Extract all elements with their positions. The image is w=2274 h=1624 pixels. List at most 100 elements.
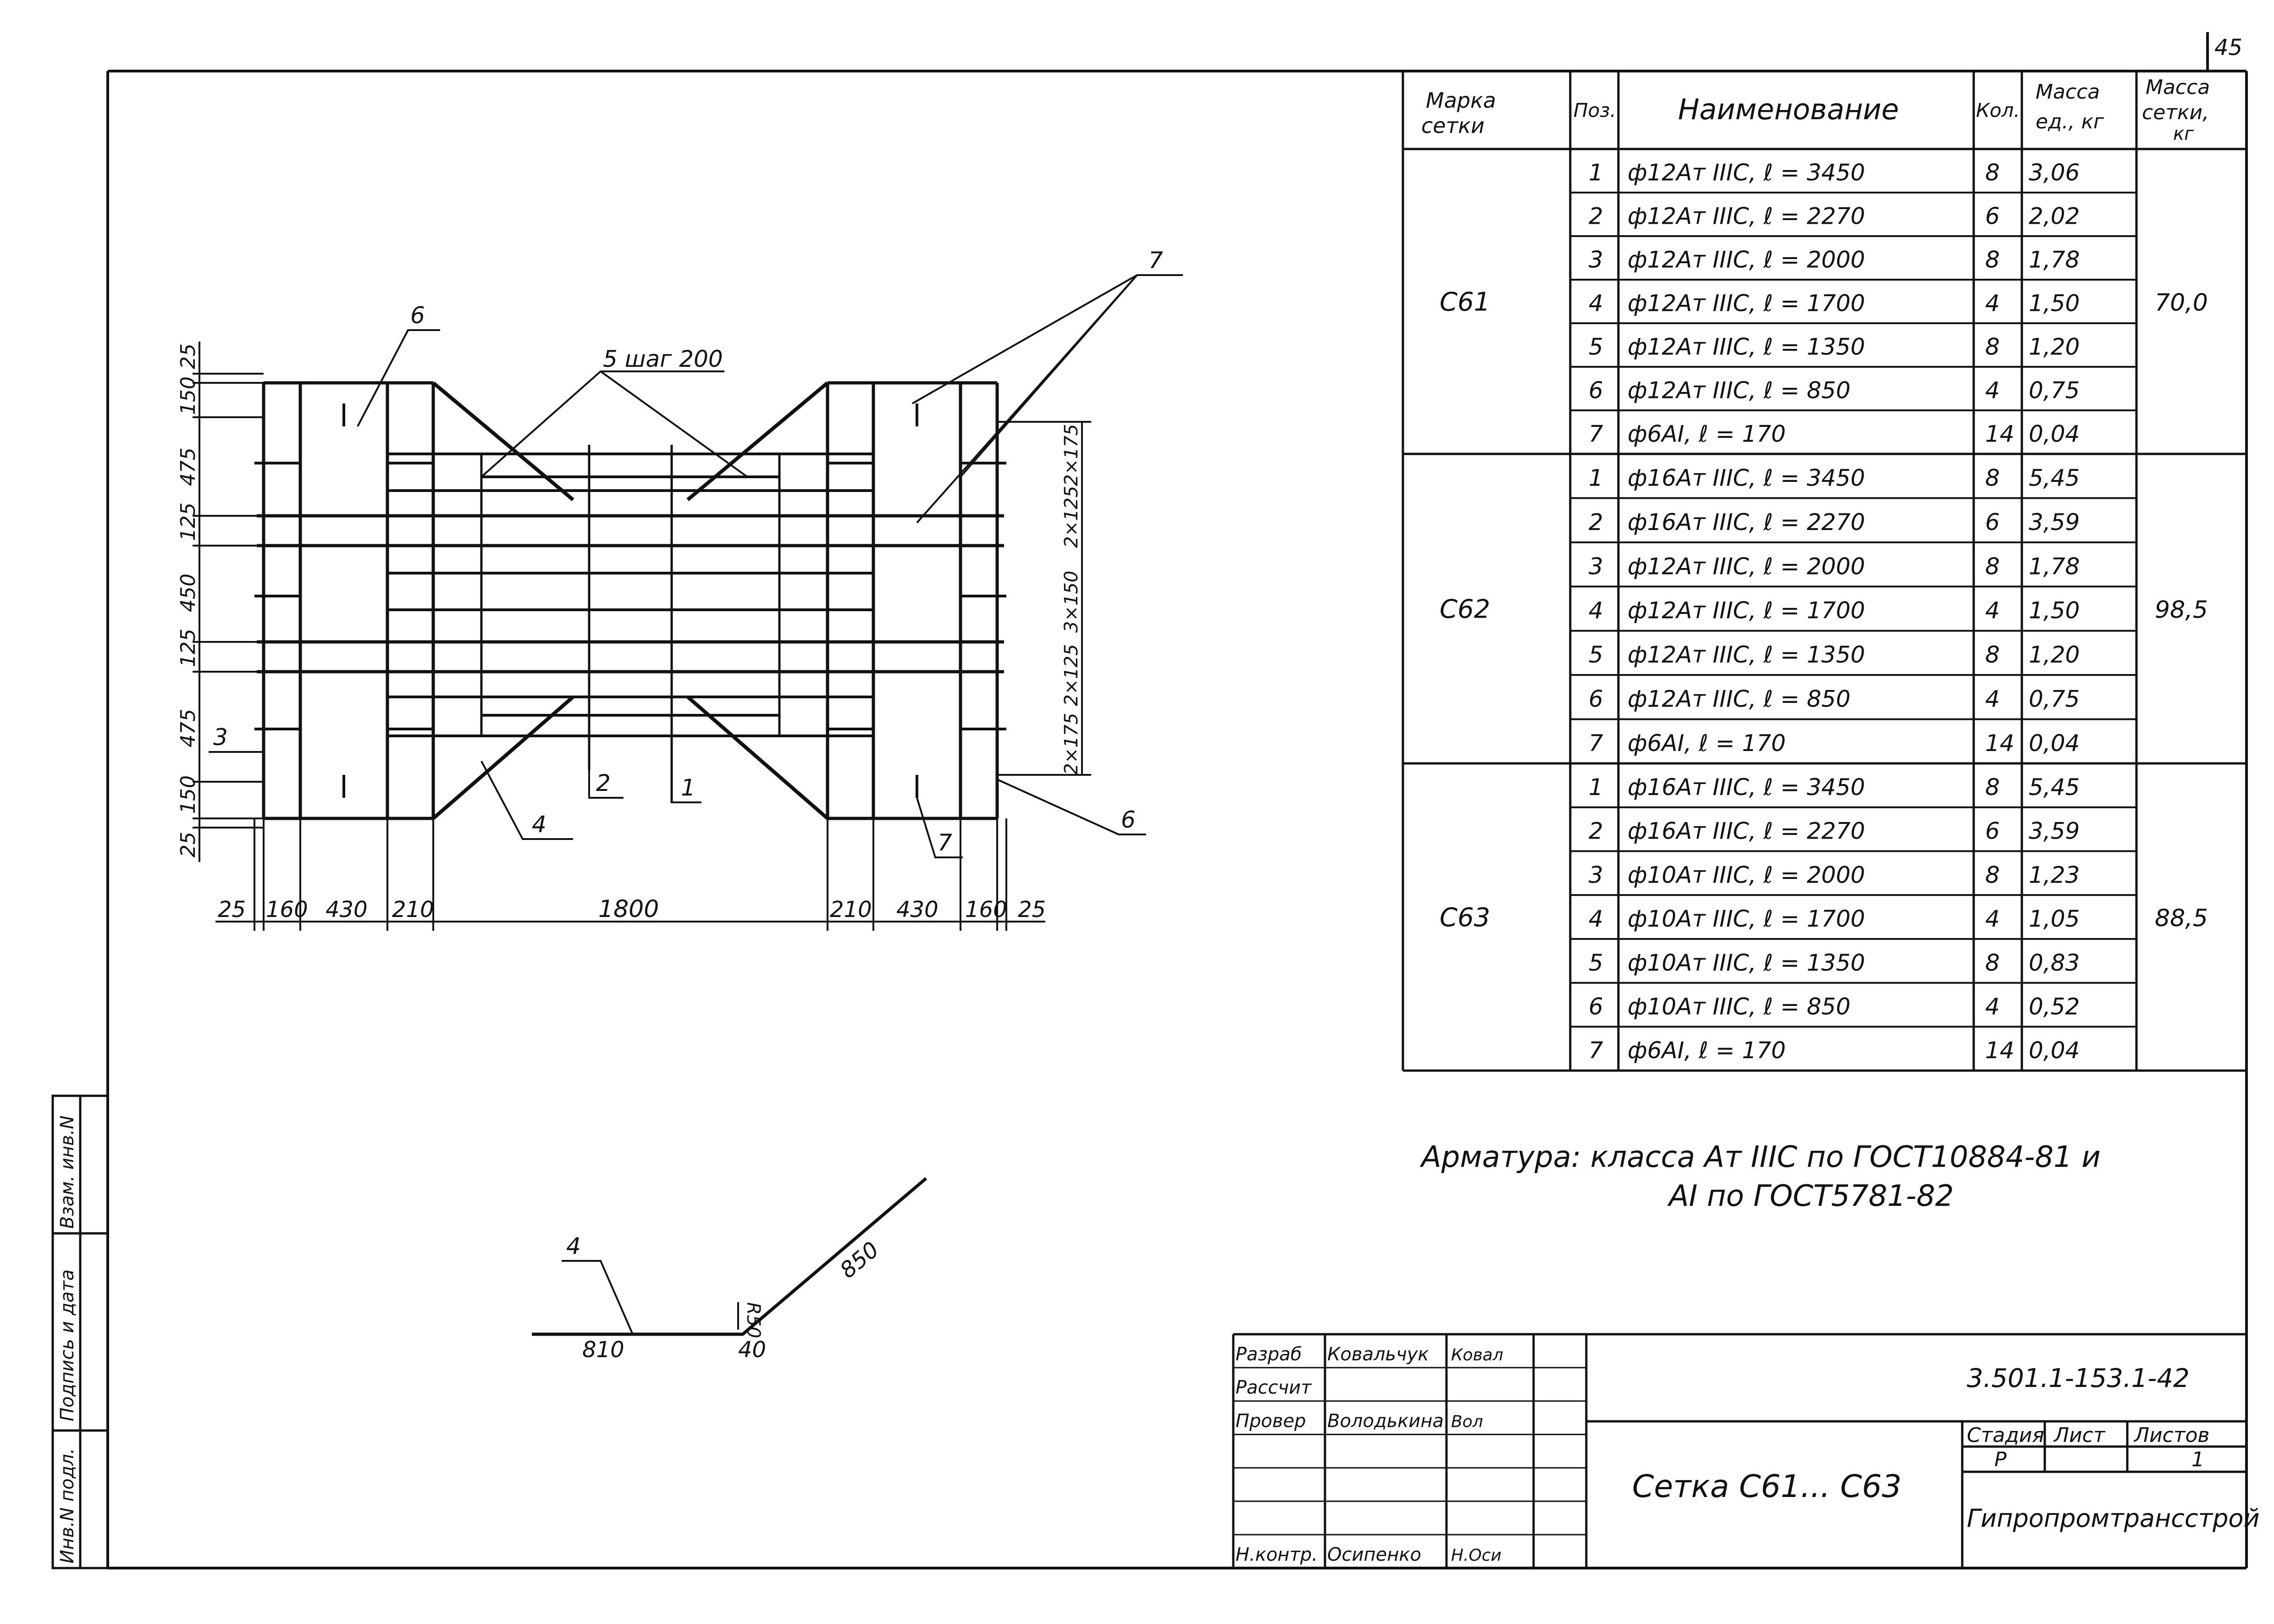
end-cage-left [262, 381, 435, 820]
document-code: 3.501.1-153.1-42 [1967, 1364, 2190, 1393]
dim-bottom-1: 25 [218, 897, 246, 922]
qty-cell: 6 [1985, 203, 2000, 229]
bent-bar-radius: R50 [743, 1302, 764, 1338]
qty-cell: 8 [1985, 159, 2000, 186]
pos-cell: 2 [1589, 509, 1603, 536]
dim-bottom-6: 210 [830, 897, 872, 922]
pos-cell: 4 [1589, 906, 1603, 932]
dimension-lines [193, 342, 1091, 931]
header-pos: Поз. [1573, 99, 1616, 122]
name-cell: ф16Ат IIIС, ℓ = 3450 [1628, 774, 1865, 801]
name-cell: ф10Ат IIIС, ℓ = 1350 [1628, 950, 1865, 976]
dim-right-5: 2×175 [1061, 713, 1082, 775]
header-mass-unit: Масса [2036, 80, 2100, 104]
mesh-plan [254, 381, 1006, 820]
pos-cell: 7 [1589, 420, 1603, 447]
unit-mass-cell: 0,75 [2029, 686, 2080, 713]
dim-left-8: 150 [177, 775, 200, 814]
spec-table-row-lines [1570, 192, 2136, 1028]
unit-mass-cell: 1,20 [2029, 641, 2080, 668]
pos-cell: 3 [1589, 246, 1603, 273]
bent-bar-dim-b: 40 [738, 1337, 766, 1363]
dim-right-1: 2×175 [1061, 424, 1082, 486]
tie-bars [254, 403, 1006, 798]
qty-cell: 4 [1985, 906, 2000, 932]
bent-bar-detail [532, 1177, 927, 1336]
mark-cell: С61 [1440, 287, 1490, 317]
sheets-value: 1 [2191, 1448, 2204, 1471]
total-mass-cell: 98,5 [2155, 597, 2208, 624]
unit-mass-cell: 5,45 [2029, 464, 2080, 491]
header-mass-total-3: кг [2173, 123, 2194, 144]
unit-mass-cell: 0,75 [2029, 377, 2080, 403]
callout-4: 4 [532, 811, 546, 838]
header-qty: Кол. [1976, 99, 2020, 122]
title-role: Разраб [1236, 1344, 1302, 1365]
dim-bottom-8: 160 [965, 897, 1007, 922]
name-cell: ф12Ат IIIС, ℓ = 1350 [1628, 333, 1865, 360]
callout-1: 1 [681, 774, 695, 801]
qty-cell: 8 [1985, 464, 2000, 491]
bent-bar-label: 4 [566, 1233, 581, 1259]
qty-cell: 8 [1985, 774, 2000, 801]
mark-cell: С63 [1440, 903, 1490, 933]
dim-left-6: 125 [177, 629, 200, 667]
pos-cell: 3 [1589, 553, 1603, 580]
qty-cell: 8 [1985, 246, 2000, 273]
name-cell: ф10Ат IIIС, ℓ = 2000 [1628, 862, 1865, 888]
right-dimensions: 2×175 2×125 3×150 2×125 2×175 [1061, 424, 1082, 775]
pos-cell: 2 [1589, 818, 1603, 845]
position-labels: 6 5 шаг 200 7 3 2 1 4 7 6 [213, 247, 1163, 856]
header-mark: Марка [1426, 88, 1496, 113]
pos-cell: 4 [1589, 290, 1603, 316]
qty-cell: 14 [1985, 1037, 2015, 1064]
callout-6-top: 6 [410, 302, 425, 329]
header-mark-2: сетки [1421, 113, 1485, 138]
unit-mass-cell: 1,23 [2029, 862, 2080, 888]
left-dimensions: 25 150 475 125 450 125 475 150 25 [177, 343, 200, 857]
dim-left-3: 475 [177, 447, 200, 486]
dim-left-4: 125 [177, 503, 200, 541]
leaders [209, 274, 1183, 858]
dim-right-3: 3×150 [1061, 571, 1082, 633]
unit-mass-cell: 3,59 [2029, 509, 2080, 536]
unit-mass-cell: 1,20 [2029, 333, 2080, 360]
name-cell: ф16Ат IIIС, ℓ = 2270 [1628, 818, 1865, 845]
qty-cell: 14 [1985, 730, 2015, 757]
pos-cell: 7 [1589, 730, 1603, 757]
callout-5: 5 шаг 200 [603, 346, 723, 372]
qty-cell: 4 [1985, 597, 2000, 624]
header-mass-total: Масса [2146, 76, 2210, 99]
callout-3: 3 [213, 724, 228, 751]
pos-cell: 1 [1589, 159, 1603, 186]
qty-cell: 4 [1985, 686, 2000, 713]
name-cell: ф10Ат IIIС, ℓ = 850 [1628, 993, 1850, 1020]
dim-bottom-4: 210 [392, 897, 434, 922]
name-cell: ф12Ат IIIС, ℓ = 850 [1628, 686, 1850, 713]
qty-cell: 8 [1985, 641, 2000, 668]
qty-cell: 4 [1985, 290, 2000, 316]
name-cell: ф12Ат IIIС, ℓ = 1700 [1628, 597, 1865, 624]
side-stamp-vzam: Взам. инв.N [57, 1116, 78, 1229]
unit-mass-cell: 1,78 [2029, 553, 2080, 580]
dim-bottom-7: 430 [896, 897, 938, 922]
mark-cell: С62 [1440, 595, 1490, 624]
name-cell: ф12Ат IIIС, ℓ = 2000 [1628, 553, 1865, 580]
name-cell: ф16Ат IIIС, ℓ = 2270 [1628, 509, 1865, 536]
pos-cell: 3 [1589, 862, 1603, 888]
title-name: Ковальчук [1327, 1344, 1429, 1365]
sheet-number: 45 [2214, 35, 2242, 61]
header-mass-unit-2: ед., кг [2036, 110, 2104, 133]
bent-bar-dim-c: 850 [835, 1237, 884, 1283]
dim-bottom-5: 1800 [598, 895, 659, 923]
dim-right-2: 2×125 [1061, 486, 1082, 548]
inclined-bars [432, 381, 829, 820]
header-name: Наименование [1678, 93, 1899, 126]
title-block-grid [1232, 1333, 2246, 1568]
bent-bar-dim-a: 810 [582, 1337, 624, 1363]
name-cell: ф16Ат IIIС, ℓ = 3450 [1628, 464, 1865, 491]
title-block-row-lines [1233, 1367, 1586, 1536]
dim-bottom-9: 25 [1018, 897, 1046, 922]
